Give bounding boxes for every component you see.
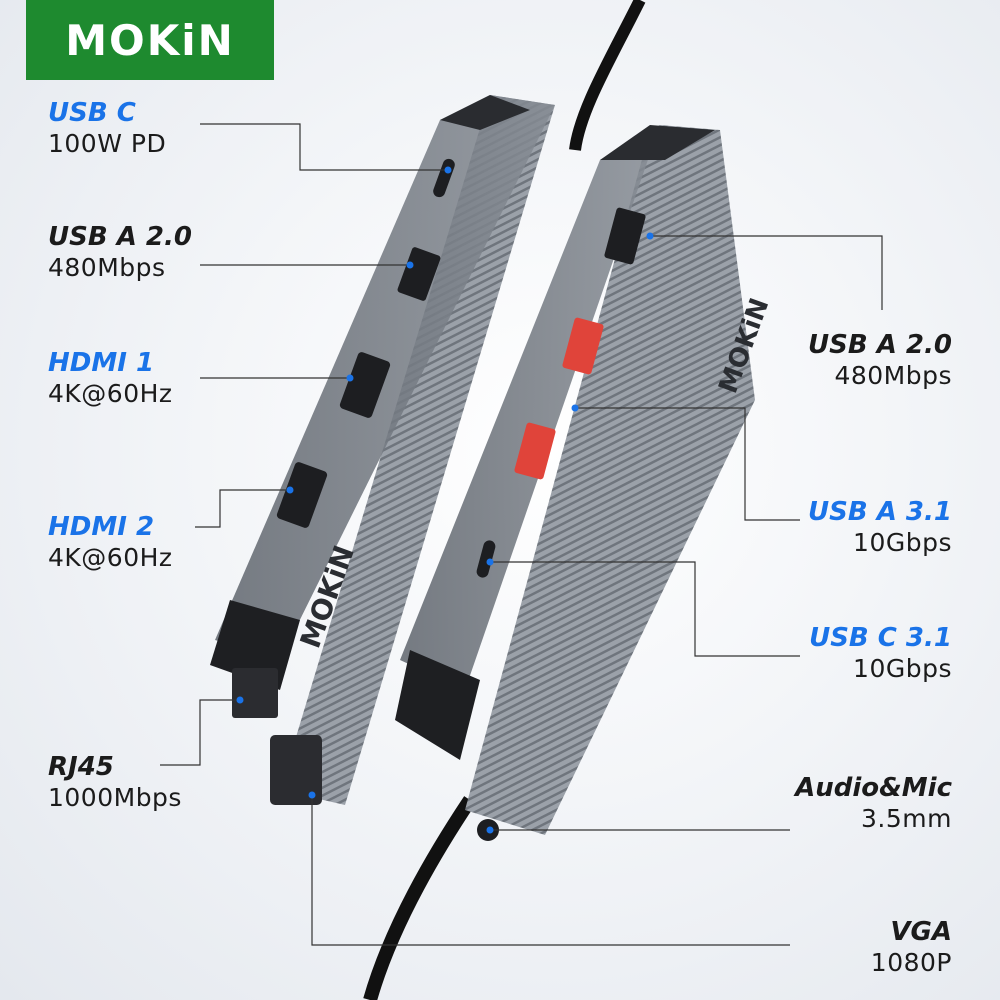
- left-hub: MOKiN: [210, 95, 555, 805]
- label-usb-a-3-1: USB A 3.1 10Gbps: [808, 497, 952, 557]
- label-title: USB A 2.0: [808, 330, 952, 360]
- right-callout-lines: [490, 235, 883, 831]
- label-vga: VGA 1080P: [871, 917, 952, 977]
- label-audio-mic: Audio&Mic 3.5mm: [795, 773, 952, 833]
- top-cable: [569, 0, 646, 151]
- brand-logo: MOKiN: [26, 0, 274, 80]
- label-sub: 3.5mm: [861, 803, 952, 833]
- label-usb-c: USB C 100W PD: [48, 98, 166, 158]
- label-sub: 480Mbps: [834, 360, 952, 390]
- bottom-cable: [363, 796, 476, 1000]
- label-usb-a-2-right: USB A 2.0 480Mbps: [808, 330, 952, 390]
- label-sub: 4K@60Hz: [48, 378, 173, 408]
- label-title: VGA: [890, 917, 952, 947]
- label-title: HDMI 2: [48, 512, 155, 542]
- label-sub: 1000Mbps: [48, 782, 182, 812]
- label-usb-a-2: USB A 2.0 480Mbps: [48, 222, 192, 282]
- label-sub: 10Gbps: [853, 527, 952, 557]
- brand-logo-text: MOKiN: [65, 15, 235, 65]
- label-title: USB C 3.1: [809, 623, 952, 653]
- label-sub: 100W PD: [48, 128, 167, 158]
- left-callout-lines: [160, 123, 790, 946]
- callout-dots: [236, 166, 654, 834]
- label-title: Audio&Mic: [795, 773, 952, 803]
- label-title: USB A 2.0: [48, 222, 192, 252]
- label-sub: 480Mbps: [48, 252, 166, 282]
- label-title: RJ45: [48, 752, 114, 782]
- label-sub: 4K@60Hz: [48, 542, 173, 572]
- label-sub: 10Gbps: [853, 653, 952, 683]
- label-rj45: RJ45 1000Mbps: [48, 752, 182, 812]
- label-hdmi-1: HDMI 1 4K@60Hz: [48, 348, 173, 408]
- label-usb-c-3-1: USB C 3.1 10Gbps: [809, 623, 952, 683]
- label-title: USB C: [48, 98, 136, 128]
- label-title: HDMI 1: [48, 348, 155, 378]
- label-sub: 1080P: [870, 947, 952, 977]
- label-title: USB A 3.1: [808, 497, 952, 527]
- label-hdmi-2: HDMI 2 4K@60Hz: [48, 512, 173, 572]
